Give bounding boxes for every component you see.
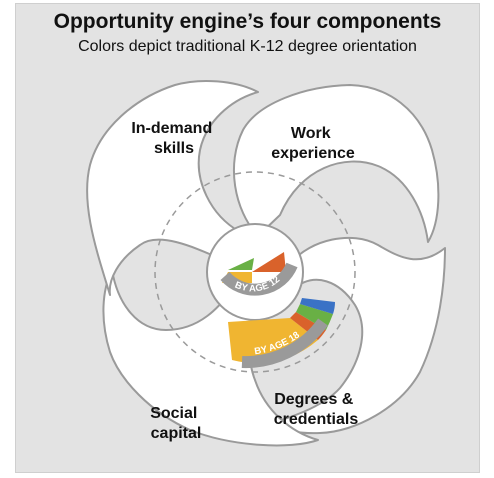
figure-subtitle: Colors depict traditional K-12 degree or… (78, 38, 417, 55)
label-social-capital: Social capital (150, 405, 202, 442)
blade-degrees-credentials (261, 236, 446, 435)
blade-in-demand-skills (86, 79, 259, 296)
blade-work-experience (232, 84, 440, 243)
figure-title: Opportunity engine’s four components (53, 10, 442, 33)
age12-orange-wedge (252, 252, 286, 272)
age12-green-wedge (228, 258, 254, 270)
blade-social-capital (102, 269, 319, 447)
label-degrees-credentials: Degrees & credentials (274, 391, 359, 428)
dashed-circle (154, 171, 356, 373)
age18-blue-band (300, 298, 335, 314)
label-work-experience: Work experience (271, 125, 355, 162)
age12-band (220, 262, 298, 296)
age18-band (241, 318, 328, 369)
label-in-demand-skills: In-demand skills (131, 120, 216, 157)
